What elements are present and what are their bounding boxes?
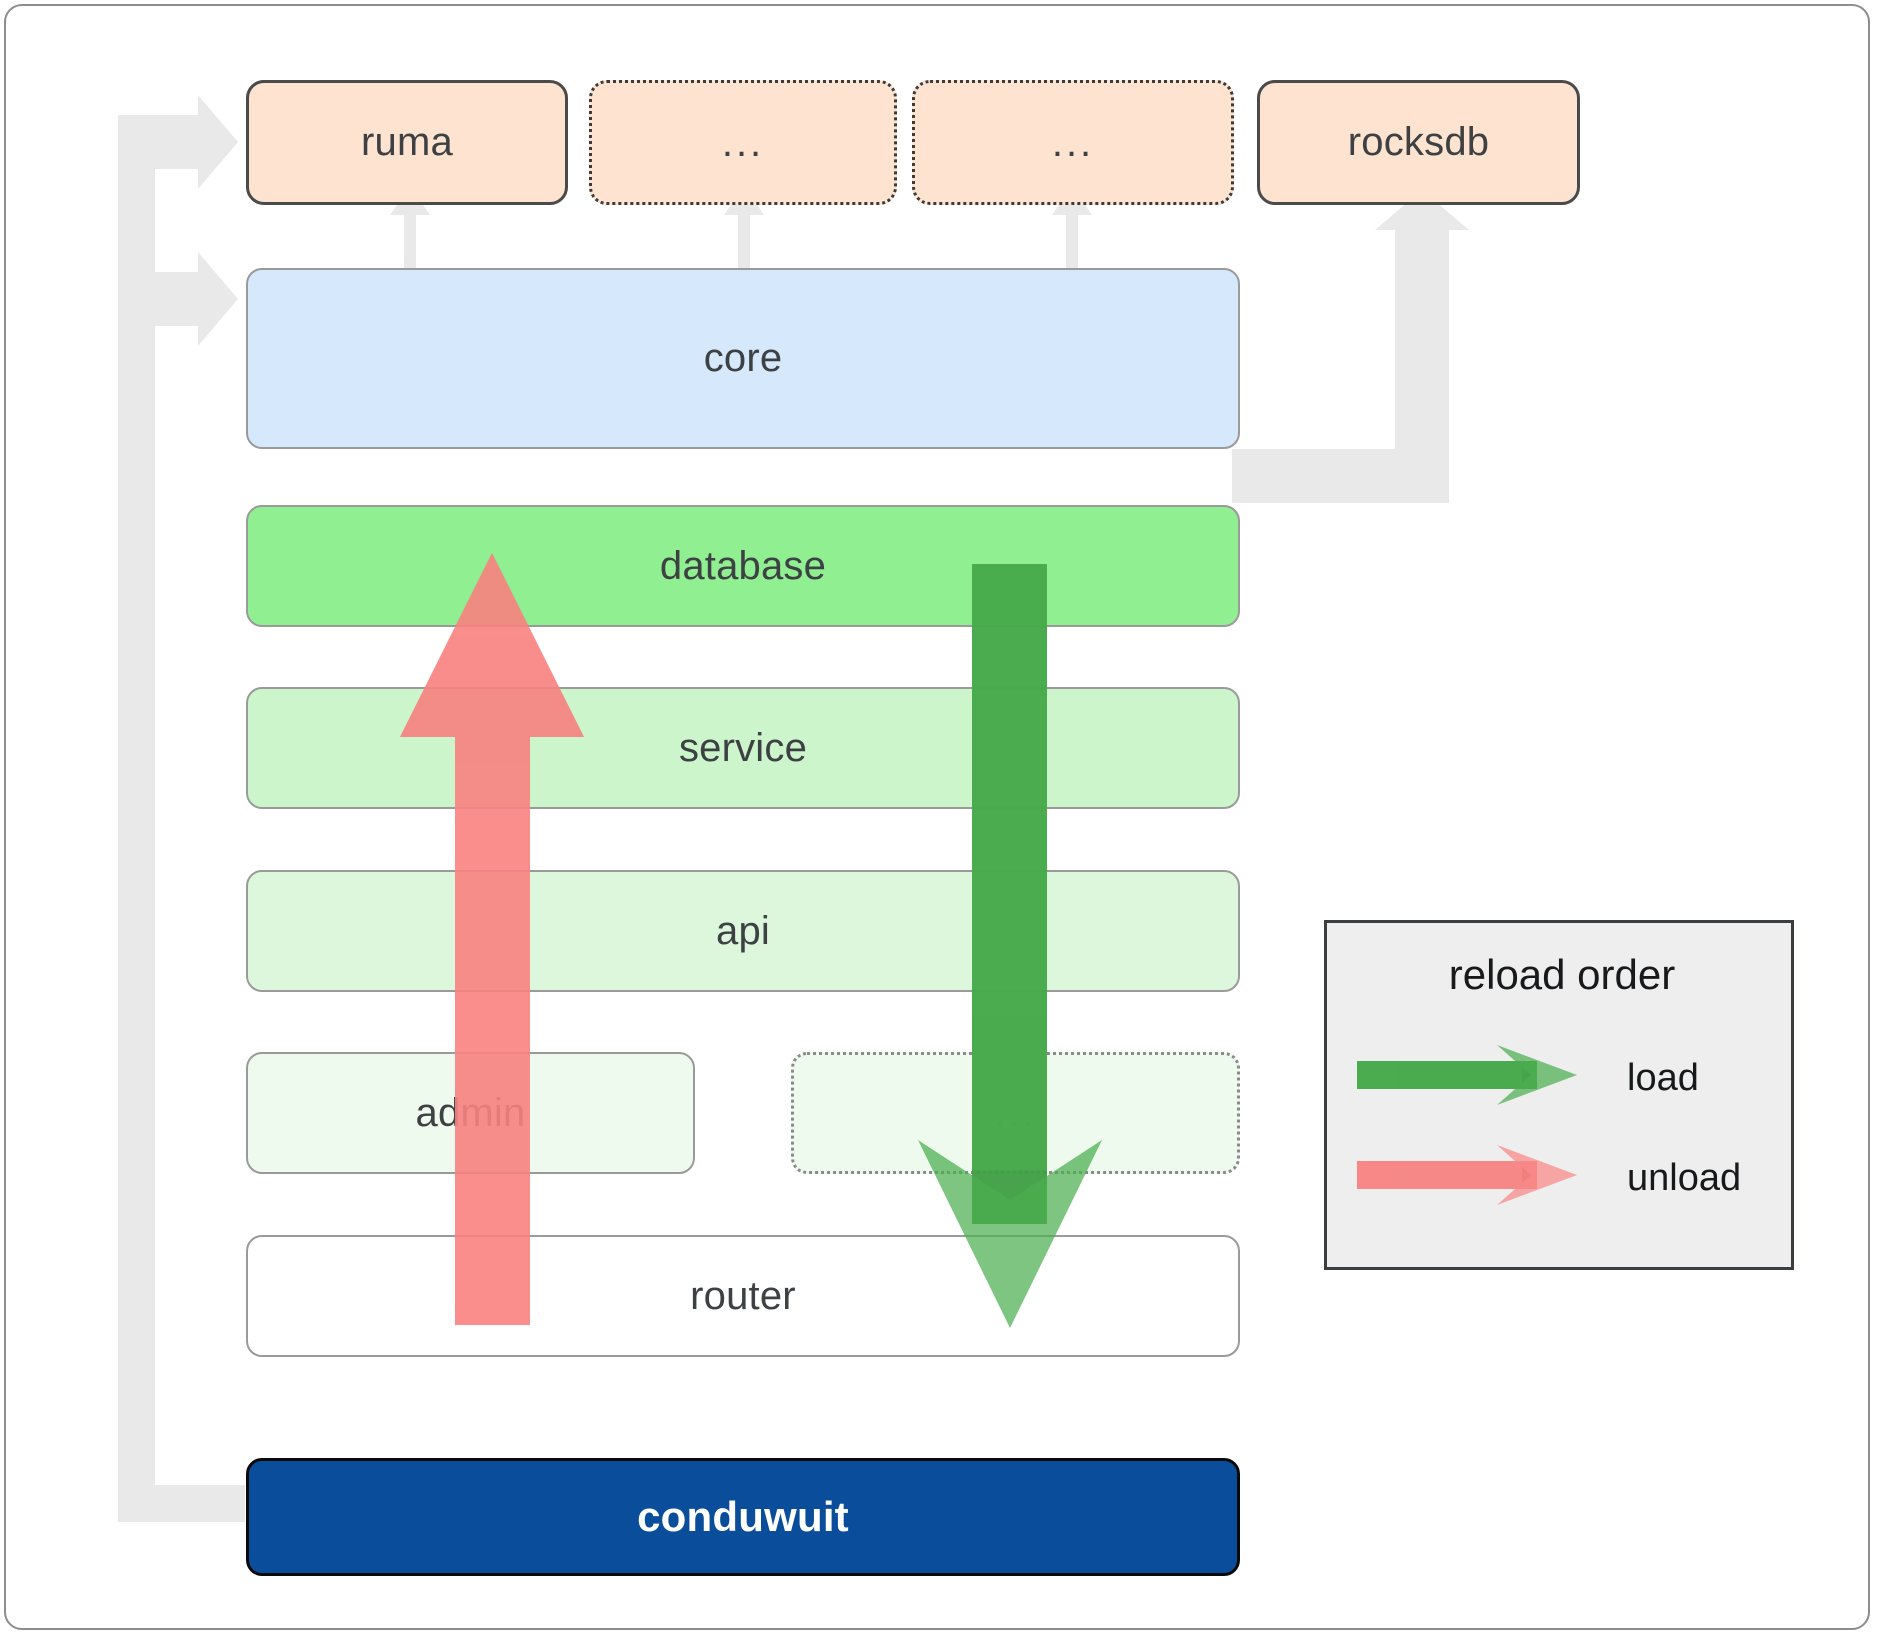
connector-arrow-to-ruma	[118, 95, 238, 189]
connector-conduwuit-trunk	[118, 135, 245, 1522]
connector-arrow-core-to-ruma	[390, 186, 430, 268]
node-core-label: core	[703, 336, 783, 380]
legend-load-label: load	[1627, 1057, 1699, 1099]
legend-unload-label: unload	[1627, 1157, 1742, 1199]
node-api-label: api	[716, 908, 770, 953]
connector-arrow-core-to-dep3	[1052, 186, 1092, 268]
node-database[interactable]: database	[246, 505, 1240, 627]
node-dep-3[interactable]: ...	[912, 80, 1234, 205]
legend-arrows	[1357, 1045, 1577, 1205]
gray-connector-group	[118, 95, 1469, 1522]
node-conduwuit[interactable]: conduwuit	[246, 1458, 1240, 1576]
node-rocksdb-label: rocksdb	[1347, 120, 1490, 164]
legend-panel: reload order load unload	[1324, 920, 1794, 1270]
unload-arrow-inner	[400, 553, 584, 1325]
node-service-label: service	[678, 725, 808, 770]
node-dep-2[interactable]: ...	[589, 80, 897, 205]
load-arrow	[918, 564, 1102, 1328]
node-conduwuit-label: conduwuit	[637, 1493, 849, 1540]
load-arrow-shaft	[972, 564, 1047, 1170]
connector-database-to-rocksdb	[1232, 190, 1469, 503]
legend-unload-arrow	[1357, 1145, 1577, 1205]
node-ruma-label: ruma	[361, 120, 453, 164]
connector-arrow-core-to-dep2	[724, 186, 764, 268]
legend-title: reload order	[1448, 951, 1676, 998]
legend-load-arrow	[1357, 1045, 1577, 1105]
node-router-label: router	[690, 1273, 796, 1318]
node-rocksdb[interactable]: rocksdb	[1257, 80, 1580, 205]
node-ruma[interactable]: ruma	[246, 80, 568, 205]
connector-arrow-to-core	[118, 252, 238, 346]
node-core[interactable]: core	[246, 268, 1240, 449]
node-database-label: database	[659, 543, 827, 588]
node-router[interactable]: router	[246, 1235, 1240, 1357]
unload-arrow-head	[400, 553, 584, 737]
node-service[interactable]: service	[246, 687, 1240, 809]
load-arrow-head	[918, 1140, 1102, 1328]
unload-arrow-shaft	[455, 660, 530, 1325]
node-api[interactable]: api	[246, 870, 1240, 992]
